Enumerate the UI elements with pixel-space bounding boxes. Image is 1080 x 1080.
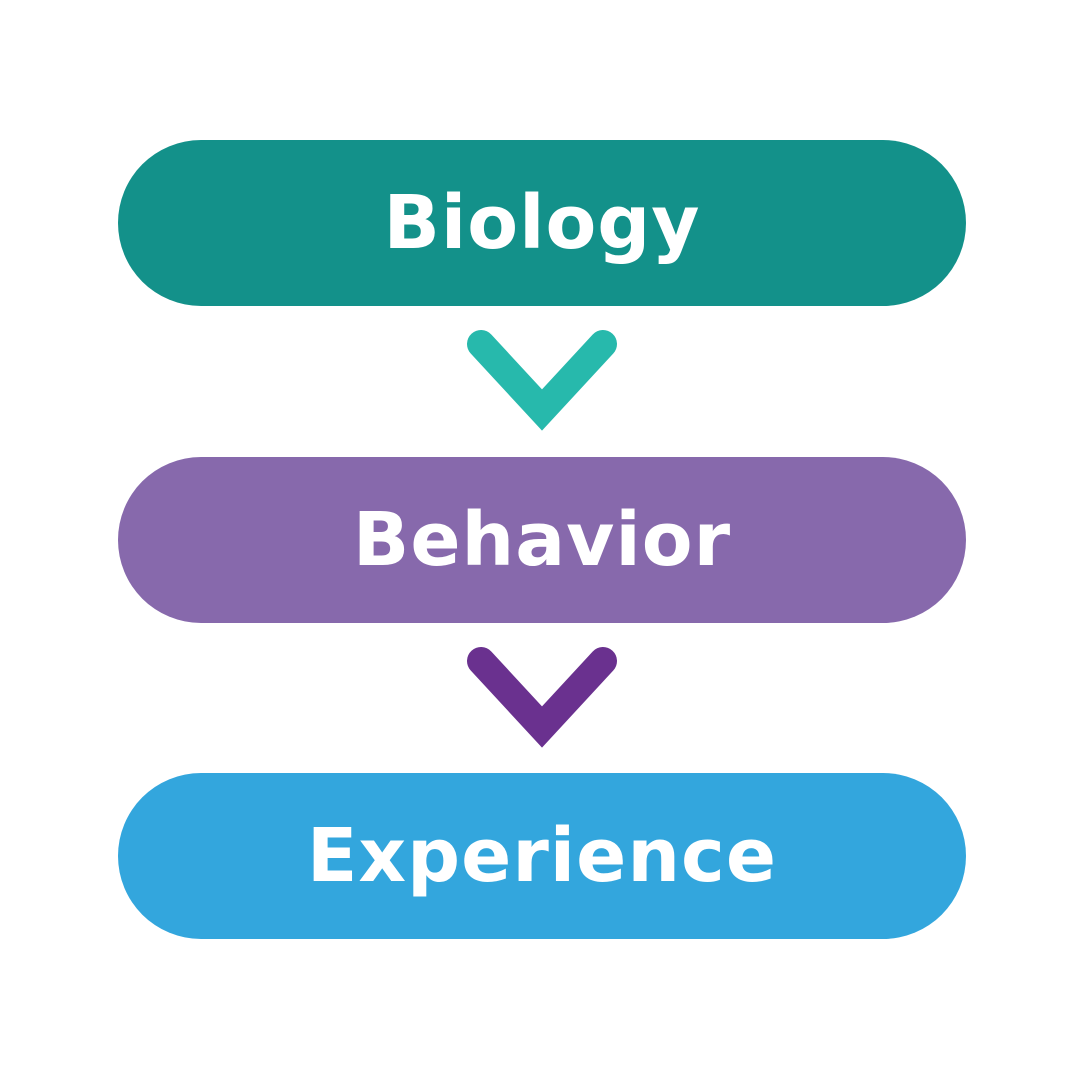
- step-label: Experience: [306, 813, 778, 899]
- step-biology: Biology: [118, 140, 966, 306]
- step-experience: Experience: [118, 773, 966, 939]
- step-label: Behavior: [352, 497, 732, 583]
- chevron-down-icon: [467, 647, 617, 748]
- step-behavior: Behavior: [118, 457, 966, 623]
- chevron-down-icon: [467, 330, 617, 431]
- step-label: Biology: [383, 180, 701, 266]
